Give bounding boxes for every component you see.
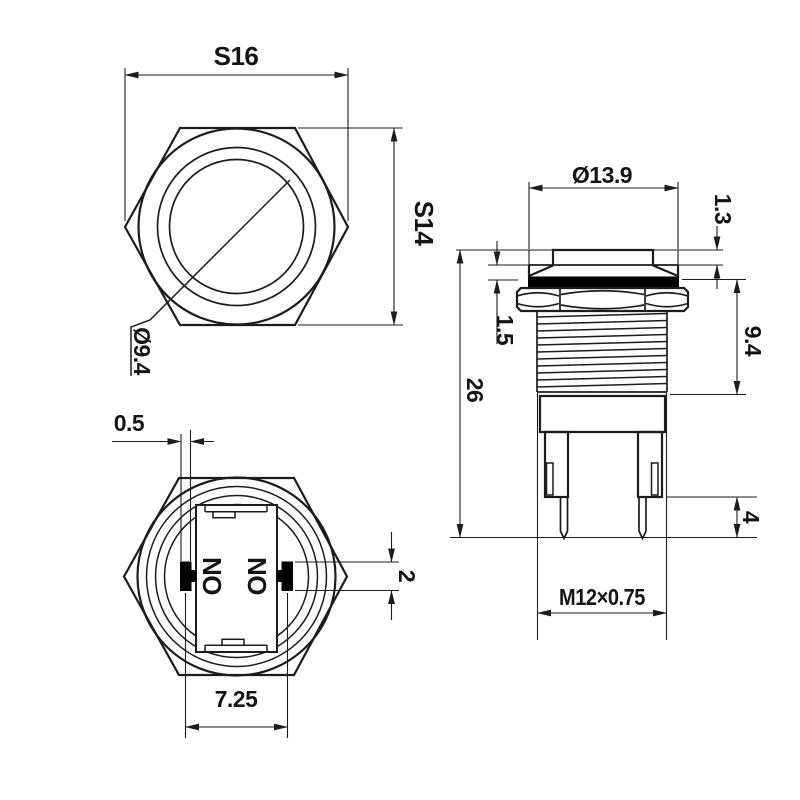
back-terminals [180, 561, 293, 591]
dim-washer-height: 1.5 [488, 241, 518, 346]
dim-pin-length-label: 4 [738, 511, 764, 524]
front-bezel-circle [156, 146, 317, 307]
diameter-leader-line [130, 179, 291, 376]
hex-nut [515, 286, 690, 313]
terminal-no-right-label: NO [242, 557, 272, 595]
dim-actuator-diameter-label: Ø9.4 [129, 327, 155, 376]
dim-terminal-thickness: 0.5 [112, 410, 214, 561]
front-hex-outline [123, 126, 350, 327]
front-actuator-circle [168, 158, 305, 295]
back-hex-outline [122, 476, 349, 677]
dim-overall-length: 26 [450, 249, 757, 539]
dim-head-height-label: 1.3 [710, 194, 736, 224]
dim-s16: S16 [124, 41, 349, 221]
dim-pin-spacing-label: 7.25 [215, 686, 258, 712]
base-key-features [204, 505, 268, 652]
head-cone [527, 264, 680, 278]
dim-s16-label: S16 [214, 41, 259, 71]
dim-head-diameter-label: Ø13.9 [572, 162, 632, 188]
actuator-profile [551, 248, 655, 265]
side-view: Ø13.9 1.3 1.5 9.4 26 [450, 162, 766, 640]
back-circle-2 [145, 485, 328, 668]
dim-thread-spec: M12×0.75 [536, 393, 668, 640]
thread-body [536, 311, 668, 393]
terminal-no-left-label: NO [197, 557, 227, 595]
dim-washer-height-label: 1.5 [492, 315, 518, 346]
dim-head-height: 1.3 [710, 194, 736, 289]
switch-housing [538, 394, 667, 434]
back-view: NO NO 0.5 2 7.25 [112, 410, 420, 738]
dim-s14: S14 [298, 127, 439, 326]
solder-pins [559, 497, 647, 541]
front-view: Ø9.4 S16 S14 [123, 41, 439, 376]
terminal-blades [543, 430, 664, 499]
dim-pin-spacing: 7.25 [184, 593, 289, 738]
front-outer-circle [137, 127, 336, 326]
dim-overall-length-label: 26 [462, 378, 488, 403]
dim-thread-length: 9.4 [670, 278, 766, 396]
dim-thread-spec-label: M12×0.75 [559, 584, 646, 610]
dim-pin-length: 4 [666, 496, 764, 538]
dim-thread-length-label: 9.4 [740, 326, 766, 357]
dim-terminal-width-label: 2 [394, 570, 420, 582]
gasket-washer [528, 276, 679, 288]
dim-s14-label: S14 [409, 201, 439, 247]
dim-terminal-thickness-label: 0.5 [114, 410, 145, 436]
back-circle-3 [154, 494, 319, 659]
dim-terminal-width: 2 [295, 532, 420, 620]
dim-head-diameter: Ø13.9 [528, 162, 679, 249]
back-circle-1 [136, 476, 337, 677]
